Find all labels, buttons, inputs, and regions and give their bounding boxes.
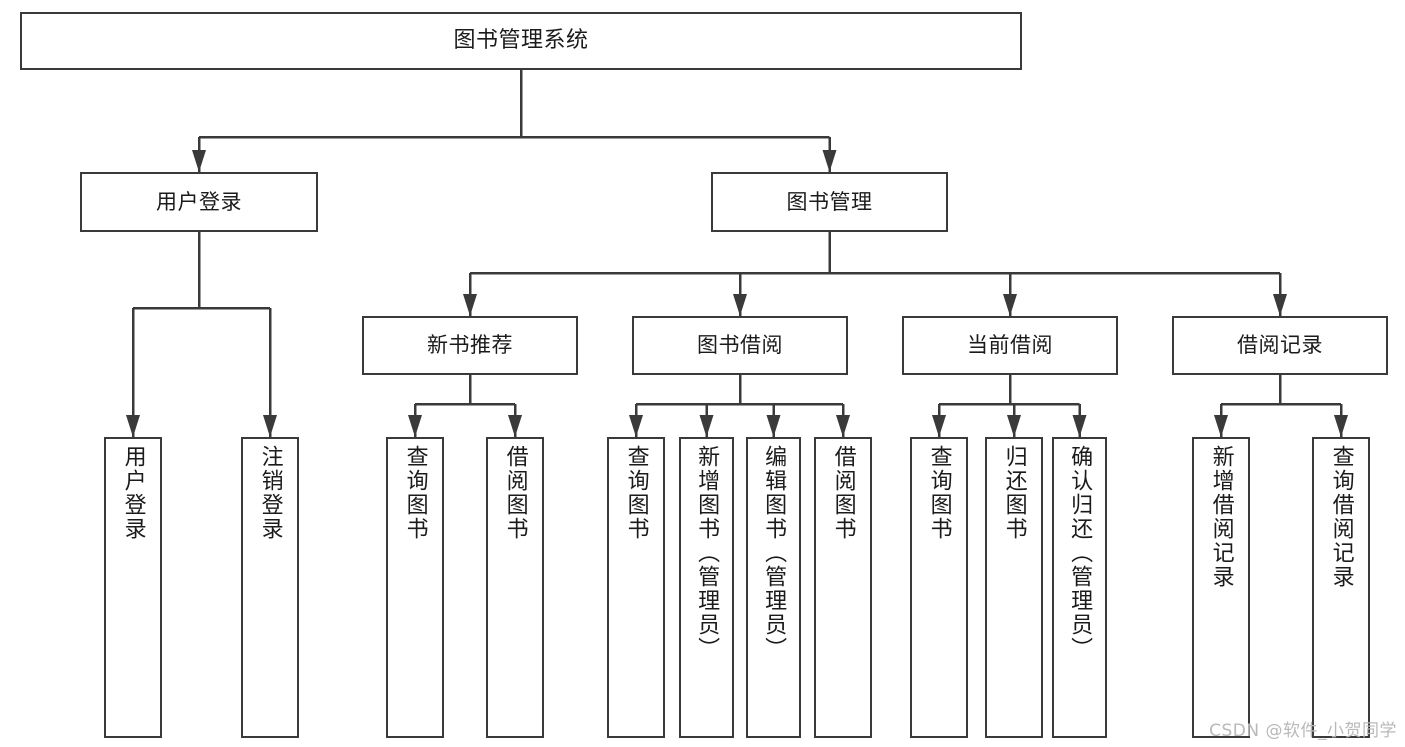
node-book-borrowing[interactable]: 图书借阅 xyxy=(632,316,848,375)
node-label: 新增借阅记录 xyxy=(1208,445,1234,589)
leaf-user-logout[interactable]: 注销登录 xyxy=(241,437,299,738)
leaf-add-book-admin[interactable]: 新增图书（管理员） xyxy=(679,437,734,738)
node-label: 注销登录 xyxy=(257,445,283,541)
node-label: 新增图书（管理员） xyxy=(694,445,720,661)
leaf-query-book-borrowing[interactable]: 查询图书 xyxy=(607,437,665,738)
node-root-system[interactable]: 图书管理系统 xyxy=(20,12,1022,70)
node-label: 归还图书 xyxy=(1001,445,1027,541)
leaf-add-borrow-record[interactable]: 新增借阅记录 xyxy=(1192,437,1250,738)
node-label: 编辑图书（管理员） xyxy=(761,445,787,661)
leaf-borrow-book-recommendation[interactable]: 借阅图书 xyxy=(486,437,544,738)
leaf-query-book-current[interactable]: 查询图书 xyxy=(910,437,968,738)
node-label: 当前借阅 xyxy=(967,333,1053,358)
node-label: 借阅图书 xyxy=(502,445,528,541)
leaf-return-book[interactable]: 归还图书 xyxy=(985,437,1043,738)
leaf-query-borrow-record[interactable]: 查询借阅记录 xyxy=(1312,437,1370,738)
leaf-edit-book-admin[interactable]: 编辑图书（管理员） xyxy=(746,437,801,738)
node-current-borrowing[interactable]: 当前借阅 xyxy=(902,316,1118,375)
leaf-borrow-book-borrowing[interactable]: 借阅图书 xyxy=(814,437,872,738)
node-label: 用户登录 xyxy=(156,189,242,214)
node-user-login[interactable]: 用户登录 xyxy=(80,172,318,232)
node-book-management[interactable]: 图书管理 xyxy=(711,172,948,232)
leaf-confirm-return-admin[interactable]: 确认归还（管理员） xyxy=(1052,437,1107,738)
node-label: 图书管理 xyxy=(786,189,873,214)
node-new-book-recommendation[interactable]: 新书推荐 xyxy=(362,316,578,375)
node-label: 新书推荐 xyxy=(427,333,513,358)
node-label: 用户登录 xyxy=(120,445,146,541)
node-label: 查询图书 xyxy=(402,445,428,541)
node-label: 图书管理系统 xyxy=(453,28,589,54)
node-label: 查询借阅记录 xyxy=(1328,445,1354,589)
leaf-query-book-recommendation[interactable]: 查询图书 xyxy=(386,437,444,738)
node-label: 借阅图书 xyxy=(830,445,856,541)
node-label: 查询图书 xyxy=(926,445,952,541)
node-label: 借阅记录 xyxy=(1237,333,1323,358)
node-borrowing-records[interactable]: 借阅记录 xyxy=(1172,316,1388,375)
leaf-user-login[interactable]: 用户登录 xyxy=(104,437,162,738)
node-label: 查询图书 xyxy=(623,445,649,541)
node-label: 图书借阅 xyxy=(697,333,783,358)
node-label: 确认归还（管理员） xyxy=(1067,445,1093,661)
